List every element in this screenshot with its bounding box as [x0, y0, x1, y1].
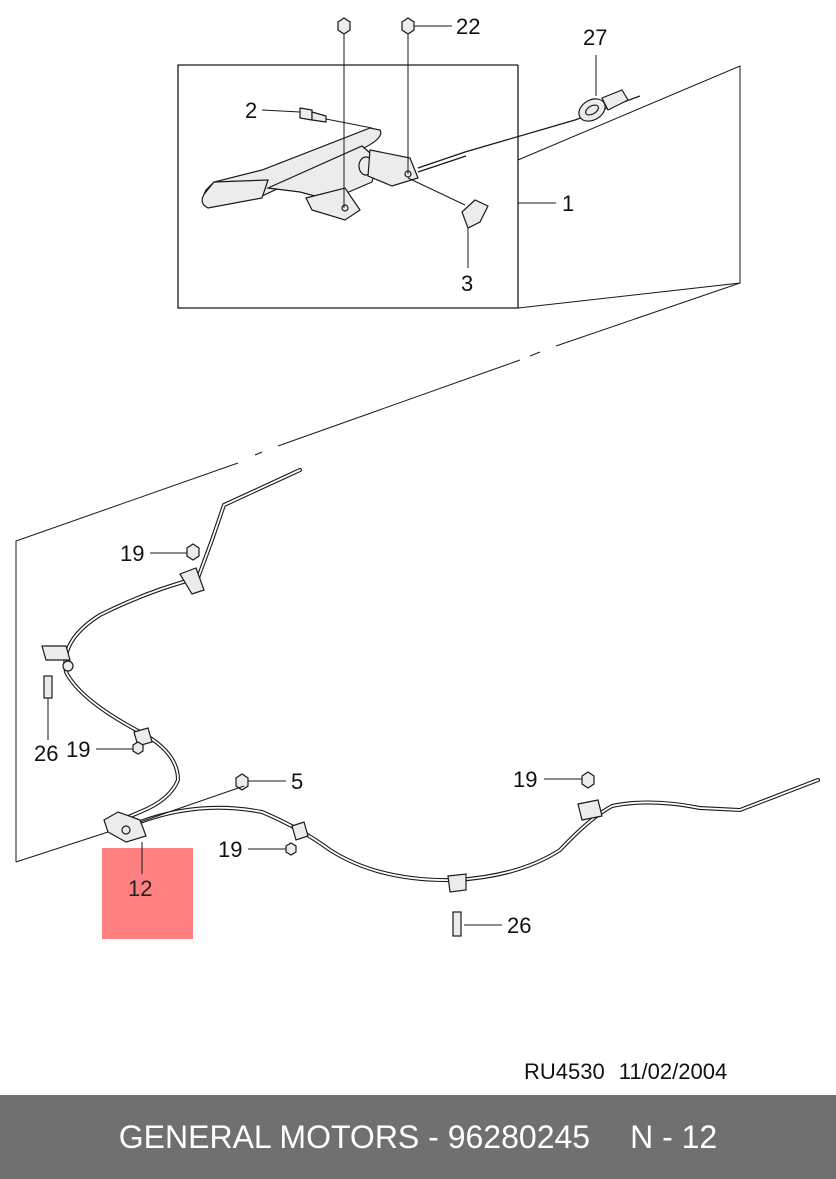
equalizer-12: [103, 811, 147, 843]
cable-clip-mid: [285, 821, 309, 856]
callout-2: 2: [245, 98, 257, 123]
leader-lines-lower: [47, 552, 582, 926]
nut-22: [401, 17, 415, 35]
callout-12: 12: [128, 876, 152, 901]
callout-26-bottom: 26: [507, 913, 531, 938]
floor-panel-outline: [15, 282, 741, 863]
footer-page: N - 12: [630, 1118, 718, 1155]
callout-19-left: 19: [66, 737, 90, 762]
callout-19-upper: 19: [120, 541, 144, 566]
clip-3: [461, 199, 489, 229]
cable-bracket-left: [41, 645, 74, 699]
rear-cable-right: [138, 778, 820, 883]
callout-3: 3: [461, 271, 473, 296]
nut-5: [235, 773, 249, 791]
nut-top-left: [337, 17, 351, 35]
cable-bracket-upper: [179, 543, 205, 595]
highlight-box: [102, 848, 193, 939]
reference-code: RU4530: [524, 1059, 605, 1084]
lever-inset-frame: [177, 64, 741, 309]
parking-brake-lever: [201, 127, 419, 221]
callout-19-mid: 19: [218, 837, 242, 862]
grommet-27: [578, 89, 629, 122]
cable-clip-mid-left: [132, 727, 153, 755]
cable-bracket-right: [577, 771, 603, 821]
rear-cable-left: [63, 468, 302, 826]
reference-date: 11/02/2004: [618, 1059, 728, 1084]
footer-brand: GENERAL MOTORS - 96280245: [118, 1118, 591, 1155]
footer-bar: GENERAL MOTORS - 96280245 N - 12: [0, 1095, 836, 1179]
reference-line: RU4530 11/02/2004: [524, 1059, 727, 1085]
callout-5: 5: [291, 769, 303, 794]
parking-brake-exploded-diagram: 22 27 2 1 3 19 26 19 5 19 19 12 26: [15, 14, 820, 939]
cable-bracket-bottom: [447, 873, 467, 937]
leader-lines-upper: [261, 25, 597, 268]
callout-19-right: 19: [513, 767, 537, 792]
callout-26-left: 26: [34, 741, 58, 766]
callout-1: 1: [562, 191, 574, 216]
callout-27: 27: [583, 25, 607, 50]
bolt-2: [299, 107, 327, 123]
callout-22: 22: [456, 14, 480, 39]
